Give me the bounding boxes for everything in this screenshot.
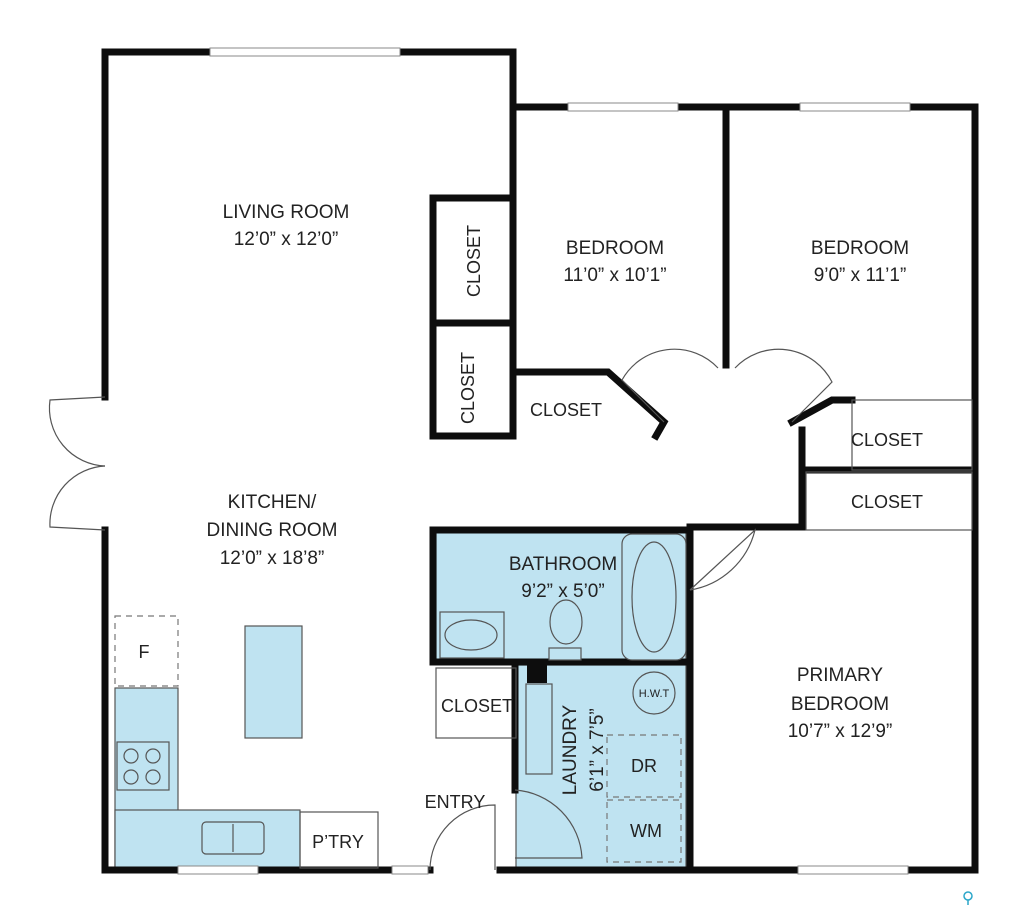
window-entry bbox=[391, 865, 429, 875]
primary-dims: 10’7” x 12’9” bbox=[788, 721, 893, 742]
laundry-closet-outline bbox=[435, 667, 517, 739]
kitchen-name-line2: DINING ROOM bbox=[207, 520, 338, 541]
closet-label-lower: CLOSET bbox=[458, 352, 478, 424]
wall-bath bbox=[429, 526, 694, 874]
door-west-bottom bbox=[49, 465, 106, 531]
kitchen-dims: 12’0” x 18’8” bbox=[220, 548, 325, 569]
burner-2 bbox=[145, 748, 161, 764]
door-entry bbox=[429, 804, 496, 871]
pantry-outline bbox=[299, 811, 379, 869]
burner-4 bbox=[145, 769, 161, 785]
pin-icon bbox=[963, 891, 973, 905]
primary-name-line2: BEDROOM bbox=[791, 694, 889, 715]
burner-1 bbox=[123, 748, 139, 764]
window-primary bbox=[797, 865, 909, 875]
toilet-tank bbox=[548, 647, 582, 661]
dryer-outline bbox=[606, 734, 682, 798]
dryer-label: DR bbox=[631, 756, 657, 776]
closet-label-primary: CLOSET bbox=[851, 492, 923, 512]
washer-label: WM bbox=[630, 821, 662, 841]
bathroom-name: BATHROOM bbox=[509, 554, 617, 575]
burner-3 bbox=[123, 769, 139, 785]
closet-label-laundry: CLOSET bbox=[441, 696, 513, 716]
door-bed2 bbox=[734, 348, 833, 423]
bathtub-basin bbox=[631, 541, 677, 653]
wall-pillar bbox=[527, 665, 547, 683]
window-kitchen bbox=[177, 865, 259, 875]
closet-label-bedroom1: CLOSET bbox=[530, 400, 602, 420]
door-primary bbox=[689, 528, 757, 591]
kitchen-counter-bottom bbox=[114, 809, 301, 869]
wall-closet-b bbox=[429, 319, 517, 440]
living-room-name: LIVING ROOM bbox=[223, 202, 350, 223]
wall-hall-east bbox=[686, 426, 806, 531]
door-laundry bbox=[514, 789, 583, 859]
walls bbox=[101, 48, 979, 874]
closet-label-bedroom2: CLOSET bbox=[851, 430, 923, 450]
bedroom1-name: BEDROOM bbox=[566, 238, 664, 259]
wall-closet-a bbox=[429, 194, 517, 327]
washer-outline bbox=[606, 799, 682, 863]
pantry-label: P’TRY bbox=[312, 832, 364, 852]
bedroom2-dims: 9’0” x 11’1” bbox=[814, 265, 907, 286]
door-west-top bbox=[48, 396, 106, 467]
vanity bbox=[439, 611, 505, 659]
living-room-dims: 12’0” x 12’0” bbox=[234, 229, 339, 250]
kitchen-island bbox=[244, 625, 303, 739]
stove-icon bbox=[116, 741, 170, 791]
kitchen-name-line1: KITCHEN/ bbox=[228, 492, 317, 513]
hwt-label: H.W.T bbox=[639, 688, 670, 700]
closet-label-living: CLOSET bbox=[464, 225, 484, 297]
window-bed2 bbox=[799, 102, 911, 112]
window-living bbox=[209, 47, 401, 57]
bedroom2-closet-outline bbox=[851, 399, 973, 471]
primary-name-line1: PRIMARY bbox=[797, 665, 884, 686]
wall-bed2-closet bbox=[787, 396, 856, 427]
entry-label: ENTRY bbox=[425, 792, 486, 812]
door-bed1 bbox=[621, 348, 719, 423]
primary-closet-outline bbox=[805, 471, 973, 531]
fridge-outline bbox=[114, 615, 179, 687]
laundry-dims: 6’1” x 7’5” bbox=[587, 708, 608, 791]
wall-closet-c bbox=[509, 368, 669, 441]
kitchen-sink-icon bbox=[201, 821, 265, 855]
sink-icon bbox=[444, 619, 498, 651]
fridge-label: F bbox=[139, 642, 150, 662]
bathtub bbox=[621, 533, 687, 661]
toilet-icon bbox=[549, 599, 583, 645]
water-heater-icon bbox=[632, 671, 676, 715]
window-bed1 bbox=[567, 102, 679, 112]
bedroom1-dims: 11’0” x 10’1” bbox=[563, 265, 666, 286]
laundry-name: LAUNDRY bbox=[560, 704, 581, 795]
bedroom2-name: BEDROOM bbox=[811, 238, 909, 259]
laundry-shelf bbox=[525, 683, 553, 775]
bathroom-dims: 9’2” x 5’0” bbox=[521, 581, 604, 602]
